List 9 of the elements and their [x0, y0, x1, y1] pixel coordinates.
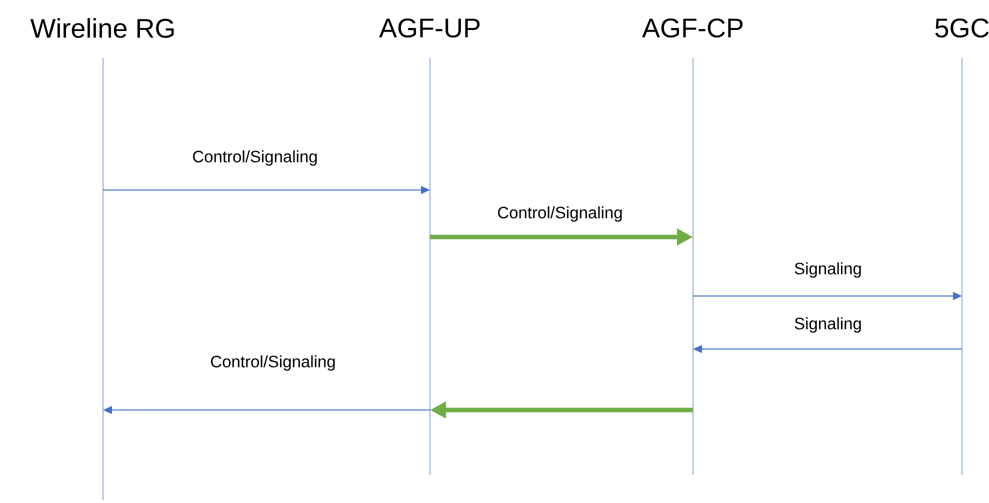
- participant-label: 5GC: [935, 18, 989, 38]
- edge-label: Control/Signaling: [191, 149, 319, 167]
- edge-label: Control/Signaling: [496, 205, 624, 223]
- edge-label: Signaling: [793, 261, 863, 279]
- participant-label: Wireline RG: [30, 18, 174, 38]
- participant-label: AGF-UP: [379, 18, 480, 38]
- edge-label: Control/Signaling: [209, 354, 337, 372]
- edge-label: Signaling: [793, 316, 863, 334]
- participant-label: AGF-CP: [642, 18, 743, 38]
